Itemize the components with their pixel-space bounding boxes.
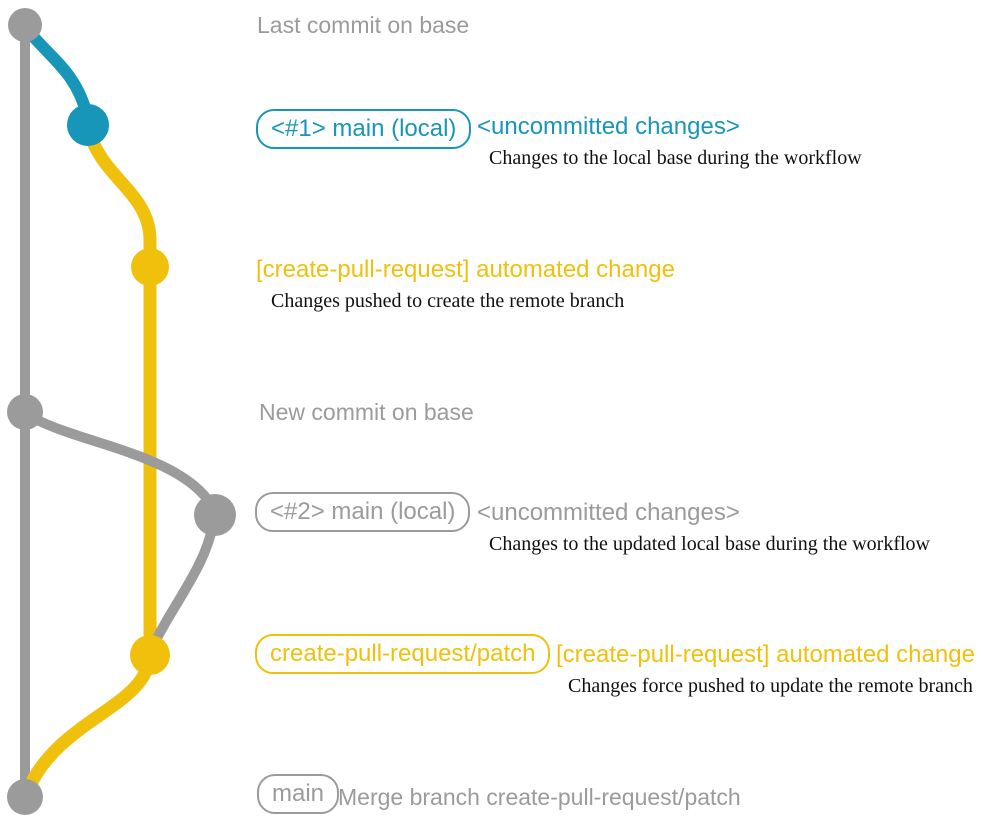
new-commit-label: New commit on base	[259, 399, 474, 425]
commit-node-automated-1	[131, 248, 169, 286]
commit-node-last-base	[8, 8, 42, 42]
commit-node-new-base	[7, 394, 43, 430]
automated-change-desc-1: Changes pushed to create the remote bran…	[271, 290, 625, 312]
merge-curve	[20, 648, 157, 799]
uncommitted-changes-title-1: <uncommitted changes>	[477, 113, 740, 140]
commit-node-uncommitted-1	[67, 104, 109, 146]
automated-change-title-2: [create-pull-request] automated change	[556, 641, 975, 668]
updated-local-curve-1	[20, 408, 217, 511]
updated-local-curve-2	[147, 513, 219, 653]
uncommitted-changes-desc-2: Changes to the updated local base during…	[489, 533, 930, 555]
commit-node-uncommitted-2	[194, 494, 236, 536]
merge-commit-label: Merge branch create-pull-request/patch	[338, 784, 741, 810]
remote-branch-line	[81, 120, 157, 662]
branch-badge-main-local-2: <#2> main (local)	[255, 492, 471, 532]
commit-node-merge	[7, 779, 43, 815]
local-changes-curve	[19, 21, 93, 121]
uncommitted-changes-title-2: <uncommitted changes>	[477, 499, 740, 526]
automated-change-desc-2: Changes force pushed to update the remot…	[568, 675, 973, 697]
branch-badge-create-pull-request-patch: create-pull-request/patch	[255, 634, 551, 674]
branch-badge-main-local-1: <#1> main (local)	[256, 109, 472, 149]
automated-change-title-1: [create-pull-request] automated change	[256, 256, 675, 283]
commit-node-automated-2	[130, 635, 170, 675]
branch-badge-main: main	[257, 774, 340, 814]
last-commit-label: Last commit on base	[257, 12, 470, 38]
uncommitted-changes-desc-1: Changes to the local base during the wor…	[489, 147, 862, 169]
